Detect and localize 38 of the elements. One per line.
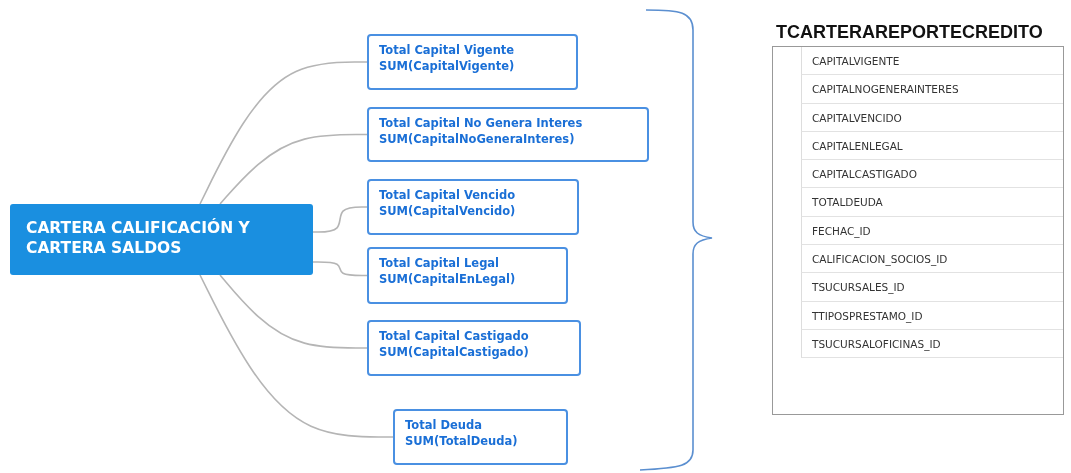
column-name: CAPITALVENCIDO xyxy=(801,103,1063,132)
connector xyxy=(219,133,368,205)
column-name: CALIFICACION_SOCIOS_ID xyxy=(801,245,1063,274)
subtopic-box xyxy=(367,107,649,162)
formula: SUM(CapitalVigente) xyxy=(379,58,516,75)
topic-title: Total Capital Vencido xyxy=(379,188,517,204)
subtopic-box xyxy=(393,409,568,465)
topic-title: Total Capital Castigado xyxy=(379,329,530,345)
table-name: TCARTERAREPORTECREDITO xyxy=(776,22,1043,43)
column-name: TTIPOSPRESTAMO_ID xyxy=(801,301,1063,330)
column-name: CAPITALVIGENTE xyxy=(801,47,1063,76)
column-name: TSUCURSALOFICINAS_ID xyxy=(801,329,1063,359)
topic-title: Total Capital No Genera Interes xyxy=(379,116,584,132)
topic-title: Total Deuda xyxy=(405,418,483,434)
column-name: TOTALDEUDA xyxy=(801,188,1063,217)
topic-title: CARTERA CALIFICACIÓN Y CARTERA SALDOS xyxy=(26,218,251,259)
column-name: CAPITALNOGENERAINTERES xyxy=(801,75,1063,104)
connector xyxy=(312,206,368,233)
subtopic-box xyxy=(367,247,568,304)
connector xyxy=(219,274,368,349)
column-name: FECHAC_ID xyxy=(801,216,1063,246)
connector xyxy=(199,274,394,438)
topic-box xyxy=(10,204,313,275)
subtopic-box xyxy=(367,179,579,235)
formula: SUM(CapitalNoGeneraInteres) xyxy=(379,131,576,148)
topic-title: Total Capital Vigente xyxy=(379,43,516,59)
formula: SUM(CapitalEnLegal) xyxy=(379,271,517,288)
topic-title: Total Capital Legal xyxy=(379,256,501,272)
subtopic-box xyxy=(367,320,581,376)
column-name: CAPITALCASTIGADO xyxy=(801,160,1063,189)
subtopic-box xyxy=(367,34,578,90)
formula: SUM(TotalDeuda) xyxy=(405,433,519,450)
column-name: CAPITALENLEGAL xyxy=(801,131,1063,161)
column-name: TSUCURSALES_ID xyxy=(801,273,1063,302)
connector xyxy=(312,261,368,277)
formula: SUM(CapitalVencido) xyxy=(379,203,517,220)
formula: SUM(CapitalCastigado) xyxy=(379,344,530,361)
connector xyxy=(199,61,368,205)
